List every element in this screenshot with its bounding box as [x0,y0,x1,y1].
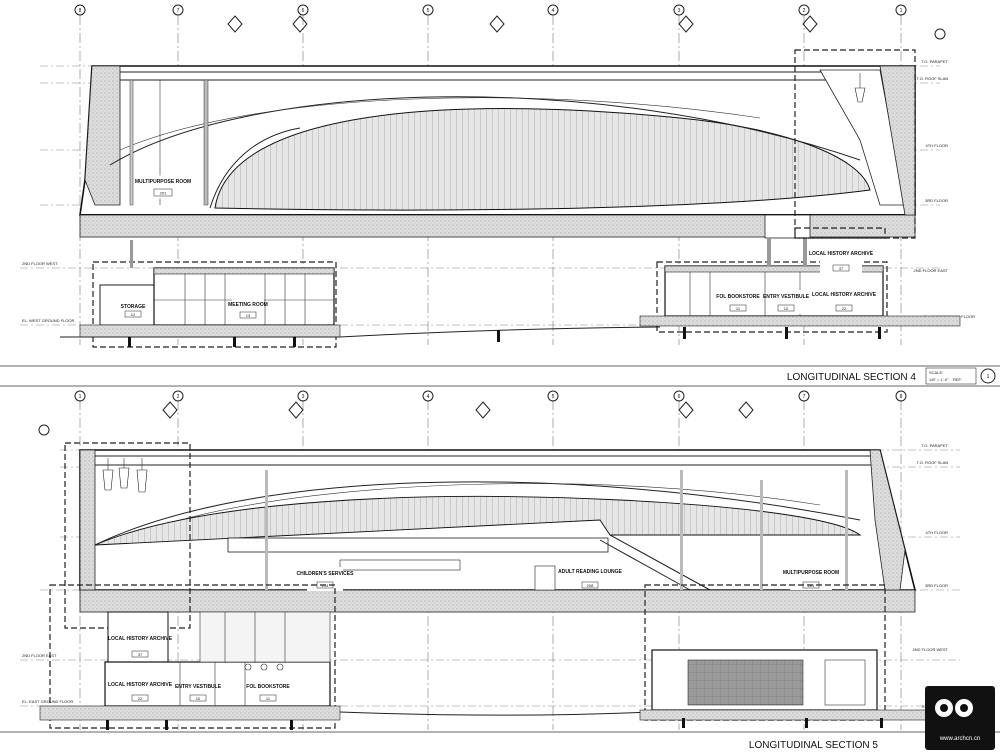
room-tag-local-history-37-s5: LOCAL HISTORY ARCHIVE 37 [108,632,173,660]
room-tag-local-history-22-s5: LOCAL HISTORY ARCHIVE 22 [108,678,173,704]
room-number: 11 [736,306,741,311]
upper-volume-4 [79,65,916,239]
grid-label: 2 [803,8,806,14]
room-tag-local-history-37: LOCAL HISTORY ARCHIVE 37 [809,245,874,273]
room-name: MULTIPURPOSE ROOM [135,179,191,185]
room-tag-multipurpose-5: MULTIPURPOSE ROOM 201 [783,566,839,590]
room-number: 22 [138,696,143,701]
grid-label: 5 [427,8,430,14]
room-number: 10 [784,306,789,311]
scale-value: 1/8" = 1'-0" [929,377,949,382]
grid-label: 7 [803,394,806,400]
room-tag-fol-bookstore-s5: FOL BOOKSTORE 11 [246,680,290,704]
section-markers-4 [227,15,946,40]
ref-label: REF: [953,377,962,382]
grid-bubbles-4: 8 7 6 5 4 3 2 1 [74,4,907,16]
room-name: ENTRY VESTIBULE [763,294,810,300]
scale-label: SCALE: [929,370,943,375]
room-name: MULTIPURPOSE ROOM [783,570,839,576]
room-name: LOCAL HISTORY ARCHIVE [812,292,877,298]
grid-bubbles-5: 1 2 3 4 5 6 7 8 [74,390,907,402]
lower-west-block-4 [79,240,341,348]
level-label: 3RD FLOOR [925,583,948,588]
room-number: 37 [138,652,143,657]
footings-4 [128,327,881,347]
section-5: 1 2 3 4 5 6 7 8 T.O. PARAPET T.O [20,390,961,730]
level-label: 4TH FLOOR [926,143,949,148]
room-name: FOL BOOKSTORE [246,684,290,690]
grid-label: 3 [302,394,305,400]
upper-volume-5 [79,449,917,613]
room-name: LOCAL HISTORY ARCHIVE [108,682,173,688]
grid-label: 4 [427,394,430,400]
room-tag-entry-vestibule-s5: ENTRY VESTIBULE 10 [175,680,222,704]
room-number: 22 [842,306,847,311]
level-label: 2ND FLOOR EAST [914,268,949,273]
grid-label: 8 [79,8,82,14]
grid-label: 3 [678,8,681,14]
level-label: 2ND FLOOR WEST [22,261,58,266]
room-tag-multipurpose: MULTIPURPOSE ROOM 201 [135,175,191,199]
room-tag-local-history-22: LOCAL HISTORY ARCHIVE 22 [812,288,877,314]
room-number: 201 [160,191,167,196]
room-name: ENTRY VESTIBULE [175,684,222,690]
room-tag-fol-bookstore: FOL BOOKSTORE 11 [716,290,760,314]
room-number: 37 [839,266,844,271]
grid-label: 6 [678,394,681,400]
level-label: 2ND FLOOR WEST [912,647,948,652]
detail-callout-box [794,49,916,239]
level-label: 2ND FLOOR EAST [22,653,57,658]
room-name: MEETING ROOM [228,302,268,308]
level-label: T.O. PARAPET [921,59,948,64]
room-tag-adult-reading: ADULT READING LOUNGE 208 [558,565,623,589]
section-markers-5 [38,401,754,436]
room-name: CHILDREN'S SERVICES [297,571,355,577]
grid-label: 2 [177,394,180,400]
title-block-4: LONGITUDINAL SECTION 4 SCALE: 1/8" = 1'-… [0,365,1000,387]
title-block-5: LONGITUDINAL SECTION 5 [0,731,1000,751]
section-title: LONGITUDINAL SECTION 5 [749,740,879,751]
lower-right-block-5 [339,584,961,721]
pendant-lamp-icon [854,73,866,103]
level-label: 3RD FLOOR [925,198,948,203]
drawing-number: 1 [987,374,990,380]
watermark-text: www.archcn.cn [939,736,980,742]
room-number: 10 [196,696,201,701]
grid-label: 1 [79,394,82,400]
section-title: LONGITUDINAL SECTION 4 [787,372,917,383]
room-number: 208 [587,583,594,588]
room-tag-meeting: MEETING ROOM 13 [228,298,268,320]
level-label: 4TH FLOOR [926,530,949,535]
room-number: 11 [266,696,271,701]
room-tag-storage: STORAGE 12 [121,304,146,318]
pendant-lamps-icon [102,458,148,493]
room-number: 12 [131,312,136,317]
level-label: T.O. ROOF SLAB [917,76,949,81]
grid-label: 6 [302,8,305,14]
grid-label: 1 [900,8,903,14]
level-label: T.O. PARAPET [921,443,948,448]
watermark-logo: www.archcn.cn [925,686,995,750]
level-label: EL. EAST GROUND FLOOR [22,699,73,704]
grid-label: 4 [552,8,555,14]
room-tag-entry-vestibule: ENTRY VESTIBULE 10 [763,290,810,314]
grid-label: 5 [552,394,555,400]
room-name: STORAGE [121,304,146,310]
lower-east-block-4 [639,227,961,333]
level-label: EL. WEST GROUND FLOOR [22,318,74,323]
grid-label: 8 [900,394,903,400]
level-label: T.O. ROOF SLAB [917,460,949,465]
room-name: ADULT READING LOUNGE [558,569,622,575]
footings-5 [106,718,883,730]
room-name: LOCAL HISTORY ARCHIVE [809,251,874,257]
room-name: LOCAL HISTORY ARCHIVE [108,636,173,642]
grid-label: 7 [177,8,180,14]
room-name: FOL BOOKSTORE [716,294,760,300]
section-4: 8 7 6 5 4 3 2 1 T.O. PA [20,4,975,348]
room-number: 13 [246,313,251,318]
